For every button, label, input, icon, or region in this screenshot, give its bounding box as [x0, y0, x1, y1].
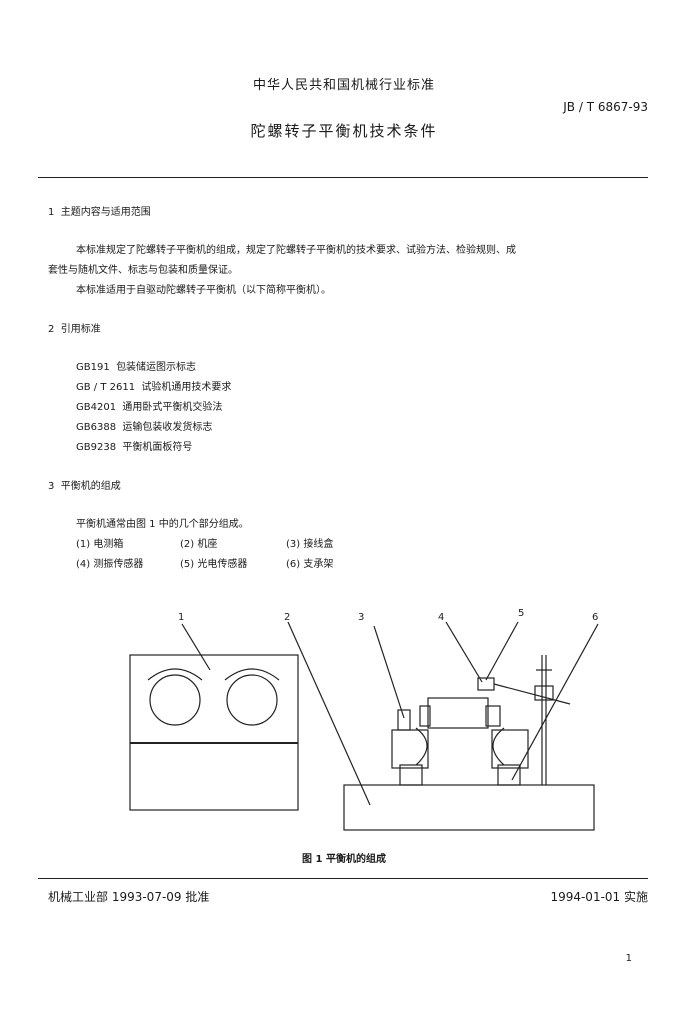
photoelectric-sensor	[534, 685, 554, 701]
leader-line-1	[181, 623, 211, 671]
leader-line-5	[485, 621, 519, 681]
figure-label: 6	[592, 612, 598, 623]
figure-label: 4	[438, 612, 444, 623]
part-item: (5) 光电传感器	[180, 559, 248, 570]
rotor-body	[427, 697, 489, 729]
figure-label: 5	[518, 608, 524, 619]
reference-item: GB4201 通用卧式平衡机交验法	[76, 398, 222, 413]
reference-title: 平衡机面板符号	[122, 442, 193, 453]
section-2-heading: 2 引用标准	[48, 320, 101, 335]
left-bearing-housing	[391, 729, 429, 769]
section-1-heading: 1 主题内容与适用范围	[48, 203, 151, 218]
reference-title: 运输包装收发货标志	[122, 422, 213, 433]
reference-code: GB6388	[76, 422, 117, 433]
reference-title: 通用卧式平衡机交验法	[122, 402, 223, 413]
figure-label: 2	[284, 612, 290, 623]
leader-line-3	[373, 625, 405, 719]
figure-label: 1	[178, 612, 184, 623]
scope-paragraph-line-1: 本标准规定了陀螺转子平衡机的组成，规定了陀螺转子平衡机的技术要求、试验方法、检验…	[76, 245, 516, 256]
effective-date: 1994-01-01 实施	[550, 890, 648, 904]
section-number: 1	[48, 207, 55, 218]
rotor-left-cap	[419, 705, 431, 727]
reference-item: GB191 包装储运图示标志	[76, 358, 196, 373]
sensor-arm	[493, 683, 571, 705]
page-number: 1	[625, 953, 632, 964]
header-divider	[38, 177, 648, 178]
leader-line-6	[511, 623, 599, 781]
document-title: 陀螺转子平衡机技术条件	[250, 122, 438, 140]
reference-code: GB191	[76, 362, 110, 373]
right-support	[497, 764, 521, 786]
reference-code: GB4201	[76, 402, 117, 413]
reference-title: 试验机通用技术要求	[141, 382, 232, 393]
meter-left-arc	[147, 668, 203, 681]
right-bearing-curve	[492, 727, 505, 766]
reference-code: GB9238	[76, 442, 117, 453]
machine-base	[343, 784, 595, 831]
section-number: 2	[48, 324, 55, 335]
composition-intro: 平衡机通常由图 1 中的几个部分组成。	[76, 519, 249, 530]
section-title: 主题内容与适用范围	[60, 207, 151, 218]
meter-right-arc	[224, 668, 280, 681]
footer-divider	[38, 878, 648, 879]
section-3-heading: 3 平衡机的组成	[48, 477, 121, 492]
scope-paragraph-2: 本标准适用于自驱动陀螺转子平衡机（以下简称平衡机）。	[76, 285, 331, 296]
section-title: 平衡机的组成	[60, 481, 121, 492]
reference-item: GB6388 运输包装收发货标志	[76, 418, 212, 433]
meter-left	[149, 674, 201, 726]
figure-caption: 图 1 平衡机的组成	[302, 854, 386, 865]
section-number: 3	[48, 481, 55, 492]
reference-item: GB9238 平衡机面板符号	[76, 438, 192, 453]
part-item: (1) 电测箱	[76, 539, 124, 550]
standard-code: JB / T 6867-93	[563, 100, 648, 114]
electrical-box	[129, 654, 299, 811]
part-item: (2) 机座	[180, 539, 218, 550]
right-bearing-housing	[491, 729, 529, 769]
leader-line-2	[287, 621, 371, 806]
reference-item: GB / T 2611 试验机通用技术要求	[76, 378, 231, 393]
reference-code: GB / T 2611	[76, 382, 136, 393]
section-title: 引用标准	[60, 324, 101, 335]
meter-right	[226, 674, 278, 726]
approval-date: 机械工业部 1993-07-09 批准	[48, 890, 210, 904]
standard-organization: 中华人民共和国机械行业标准	[252, 78, 435, 93]
left-bearing-curve	[415, 727, 428, 766]
balancing-machine-figure: 1 2 3 4 5 6	[129, 608, 599, 831]
part-item: (6) 支承架	[286, 559, 334, 570]
reference-title: 包装储运图示标志	[116, 362, 197, 373]
part-item: (4) 测振传感器	[76, 559, 144, 570]
part-item: (3) 接线盒	[286, 539, 334, 550]
terminal-box	[397, 709, 411, 731]
leader-line-4	[445, 621, 483, 683]
rotor-right-cap	[485, 705, 501, 727]
scope-paragraph-line-2: 套性与随机文件、标志与包装和质量保证。	[48, 265, 238, 276]
left-support	[399, 764, 423, 786]
figure-label: 3	[358, 612, 364, 623]
